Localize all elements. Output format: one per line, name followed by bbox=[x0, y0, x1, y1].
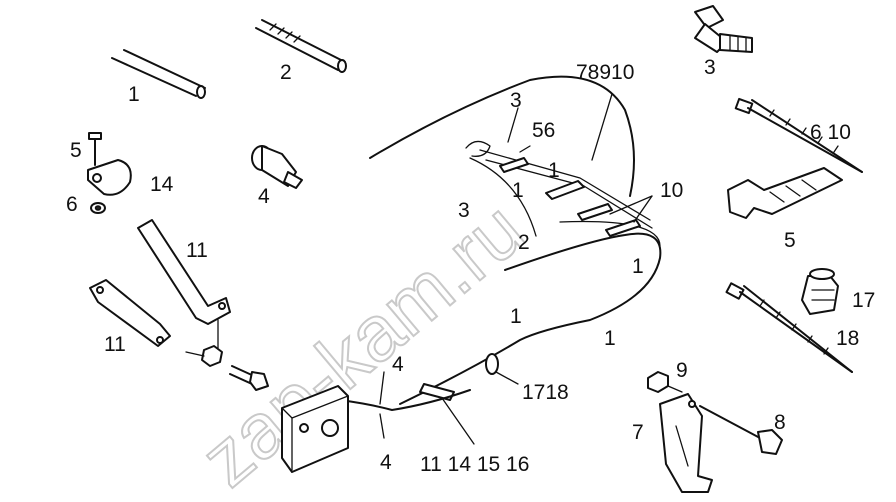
label-10: 10 bbox=[660, 179, 683, 202]
clamp-part-14 bbox=[87, 159, 132, 196]
label-11: 11 bbox=[104, 333, 126, 356]
leader-10a bbox=[609, 195, 653, 215]
label-18: 18 bbox=[836, 327, 859, 350]
label-1: 1 bbox=[128, 83, 140, 106]
label-11-14-15-16: 11 14 15 16 bbox=[420, 453, 529, 476]
label-1: 1 bbox=[512, 179, 524, 202]
label-4: 4 bbox=[380, 451, 392, 474]
label-1: 1 bbox=[632, 255, 644, 278]
ring-part-17-18 bbox=[485, 353, 519, 385]
clamp-part-11-14-15-16 bbox=[419, 383, 475, 445]
module-unit bbox=[281, 385, 349, 473]
leader-4c bbox=[379, 413, 385, 439]
label-5: 5 bbox=[784, 229, 796, 252]
connector-part-4 bbox=[251, 145, 303, 189]
bolt-left bbox=[229, 365, 269, 391]
label-14: 14 bbox=[150, 173, 174, 196]
label-1: 1 bbox=[604, 327, 616, 350]
pipe-to-module bbox=[339, 389, 471, 411]
label-17: 17 bbox=[852, 289, 875, 312]
label-3: 3 bbox=[510, 89, 522, 112]
cable-tie-part-18 bbox=[725, 282, 853, 373]
nut-left bbox=[185, 345, 223, 367]
label-4: 4 bbox=[258, 185, 270, 208]
clamp-strip-part-5 bbox=[727, 167, 843, 219]
label-5-6: 56 bbox=[532, 119, 555, 142]
label-7-8-9-10: 78910 bbox=[576, 61, 634, 84]
leader-10b bbox=[633, 195, 653, 223]
bolt-part-8 bbox=[699, 405, 783, 455]
leader-4b bbox=[379, 371, 385, 405]
label-6: 6 bbox=[66, 193, 78, 216]
label-17-18: 1718 bbox=[522, 381, 569, 404]
pipe-bundle bbox=[465, 93, 653, 237]
label-6-10: 6 10 bbox=[810, 121, 851, 144]
bolt-part-5 bbox=[88, 132, 102, 166]
tube-part-1 bbox=[111, 49, 206, 99]
bracket-part-11b bbox=[89, 279, 171, 347]
bracket-part-7 bbox=[659, 393, 713, 493]
nut-part-9 bbox=[647, 371, 683, 393]
bracket-part-11a bbox=[137, 219, 231, 325]
washer-part-6 bbox=[90, 202, 106, 214]
cable-tie-part-6-10 bbox=[734, 97, 863, 173]
label-2: 2 bbox=[280, 61, 292, 84]
label-2: 2 bbox=[518, 231, 530, 254]
connector-part-3 bbox=[694, 5, 753, 53]
label-1: 1 bbox=[510, 305, 522, 328]
label-9: 9 bbox=[676, 359, 688, 382]
nut-part-17 bbox=[801, 268, 839, 315]
label-1: 1 bbox=[548, 159, 560, 182]
braided-tube-part-2 bbox=[255, 19, 347, 73]
label-3: 3 bbox=[458, 199, 470, 222]
label-5: 5 bbox=[70, 139, 82, 162]
label-3: 3 bbox=[704, 56, 716, 79]
label-11: 11 bbox=[186, 239, 208, 262]
label-7: 7 bbox=[632, 421, 644, 444]
label-4: 4 bbox=[392, 353, 404, 376]
label-8: 8 bbox=[774, 411, 786, 434]
